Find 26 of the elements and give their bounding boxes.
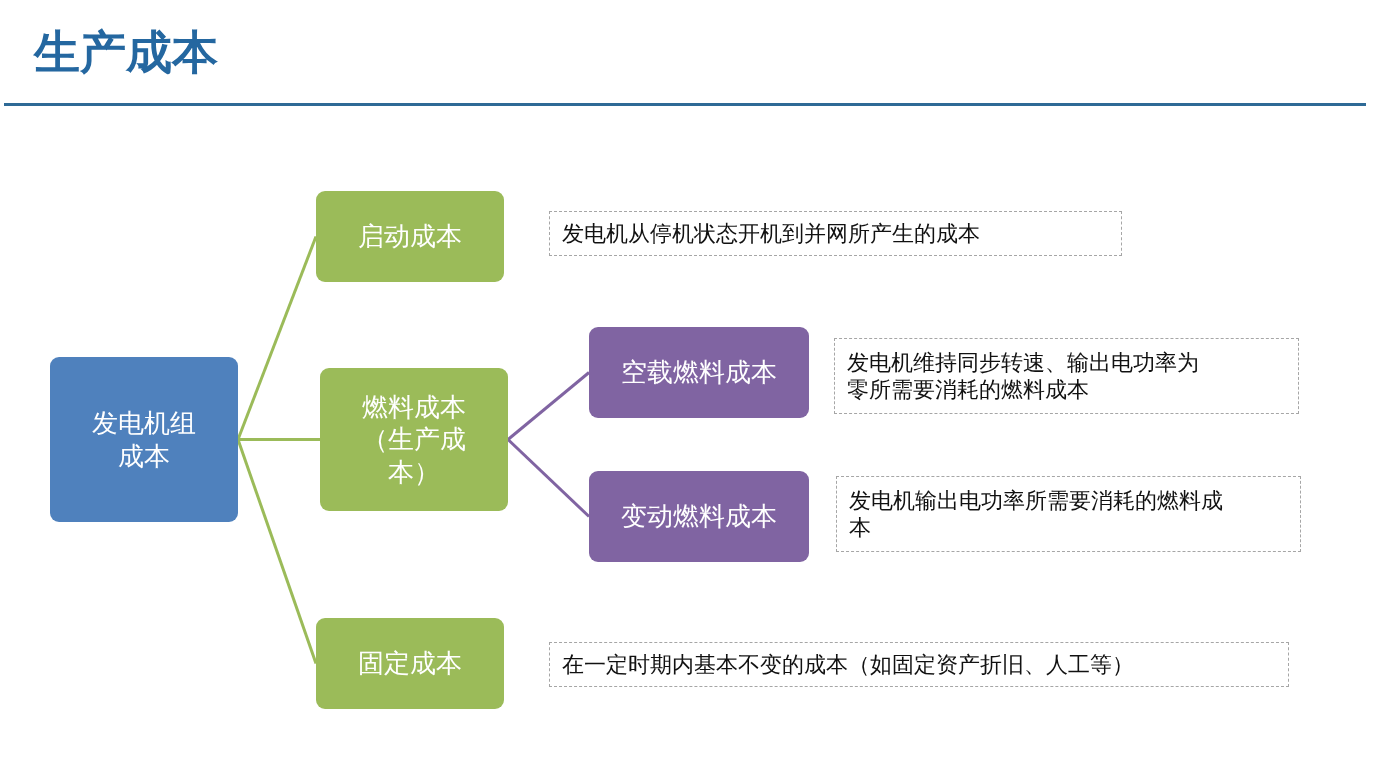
cost-label: 燃料成本（生产成本） [361, 390, 467, 489]
connector-line [507, 371, 590, 441]
cost-box [320, 368, 508, 511]
description-box [549, 211, 1122, 256]
description-box [834, 338, 1299, 414]
cost-box [589, 471, 809, 562]
description-box [836, 476, 1301, 552]
cost-box [316, 191, 504, 282]
description-text: 发电机维持同步转速、输出电功率为零所需要消耗的燃料成本 [847, 348, 1200, 404]
cost-label: 变动燃料成本 [621, 500, 777, 533]
connector-line [506, 438, 591, 518]
cost-box [316, 618, 504, 709]
description-box [549, 642, 1289, 687]
cost-label: 固定成本 [358, 647, 462, 680]
slide-title: 生产成本 [34, 24, 218, 81]
connector-line [238, 438, 320, 441]
cost-label: 启动成本 [358, 220, 462, 253]
description-text: 发电机从停机状态开机到并网所产生的成本 [562, 219, 980, 248]
connector-line [236, 235, 318, 441]
cost-box [50, 357, 238, 522]
cost-box [589, 327, 809, 418]
cost-label: 空载燃料成本 [621, 356, 777, 389]
description-text: 在一定时期内基本不变的成本（如固定资产折旧、人工等） [562, 650, 1134, 679]
description-text: 发电机输出电功率所需要消耗的燃料成本 [849, 486, 1224, 542]
connector-line [236, 439, 318, 664]
cost-label: 发电机组成本 [91, 407, 197, 472]
